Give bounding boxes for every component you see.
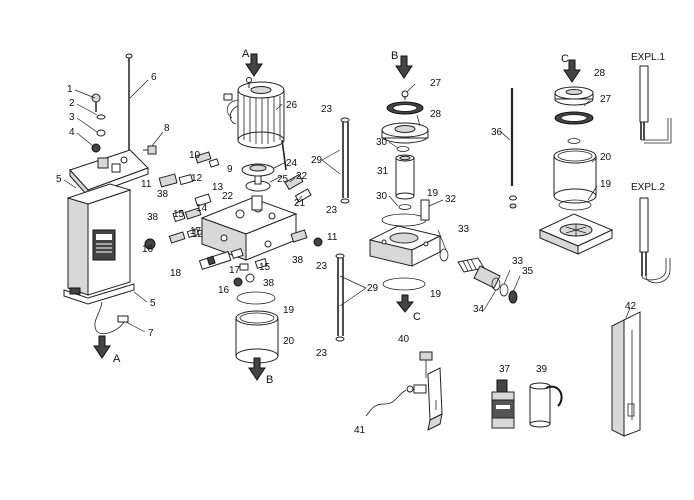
callout-17-top: 17 [190, 226, 202, 237]
callout-38-bottom: 38 [263, 278, 275, 289]
flow-arrows [93, 53, 581, 381]
callout-15-bottom: 15 [259, 262, 271, 273]
callout-28-c: 28 [594, 68, 606, 79]
callout-10: 10 [189, 150, 201, 161]
callout-37: 37 [499, 364, 511, 375]
title-expl2: EXPL.2 [631, 182, 665, 193]
flow-label-c-bottom: C [413, 311, 421, 323]
callout-40: 40 [398, 334, 410, 345]
callout-11-right: 11 [327, 232, 338, 243]
callout-24: 24 [286, 158, 298, 169]
callout-7: 7 [148, 328, 154, 339]
callout-9: 9 [227, 164, 233, 175]
callout-12-bottom: 12 [192, 229, 204, 240]
callout-22-left: 22 [222, 191, 234, 202]
cylinder-b-assembly [368, 90, 449, 291]
callout-14: 14 [196, 203, 208, 214]
callout-33-lower: 33 [512, 256, 524, 267]
arrow-b-top [395, 55, 413, 79]
tie-rods [335, 117, 350, 342]
flow-label-a-bottom: A [113, 353, 121, 365]
callout-2: 2 [69, 98, 75, 109]
arrow-a-top [245, 53, 263, 77]
callout-27-c: 27 [600, 94, 612, 105]
callout-35: 35 [522, 266, 534, 277]
callout-numbers: 1 2 3 4 5 5 6 7 8 9 10 11 11 12 12 13 14… [56, 68, 637, 436]
title-expl1: EXPL.1 [631, 52, 665, 63]
callout-13: 13 [212, 182, 224, 193]
callout-34: 34 [473, 304, 485, 315]
callout-8: 8 [164, 123, 170, 134]
callout-12-top: 12 [191, 173, 203, 184]
callout-23-mid-upper: 23 [326, 205, 338, 216]
flow-label-a-top: A [242, 48, 250, 60]
control-box-assembly [63, 53, 157, 335]
callout-38-right: 38 [292, 255, 304, 266]
callout-32: 32 [445, 194, 457, 205]
callout-23-bottom: 23 [316, 348, 328, 359]
callout-29-top: 29 [311, 155, 323, 166]
callout-19-right: 19 [600, 179, 612, 190]
callout-28-b: 28 [430, 109, 442, 120]
callout-5-top: 5 [56, 174, 62, 185]
callout-39: 39 [536, 364, 548, 375]
callout-20-middle: 20 [283, 336, 295, 347]
callout-19-lower: 19 [430, 289, 442, 300]
callout-16-bottom: 16 [218, 285, 230, 296]
callout-3: 3 [69, 112, 75, 123]
callout-17-bottom: 17 [229, 265, 241, 276]
callout-41: 41 [354, 425, 366, 436]
arrow-b-bottom [248, 357, 266, 381]
callout-38-left: 38 [147, 212, 159, 223]
long-rod [509, 88, 517, 209]
explosion-details [611, 65, 672, 437]
callout-31: 31 [377, 166, 389, 177]
callout-21: 21 [294, 198, 306, 209]
callout-4: 4 [69, 127, 75, 138]
callout-15-left: 15 [173, 209, 185, 220]
flow-label-c-top: C [561, 53, 569, 65]
callout-5-bottom: 5 [150, 298, 156, 309]
callout-11-left: 11 [141, 179, 152, 190]
arrow-a-bottom [93, 335, 111, 359]
leader-lines [63, 79, 631, 333]
callout-23-mid-lower: 23 [316, 261, 328, 272]
callout-30-bottom: 30 [376, 191, 388, 202]
arrow-c-bottom [395, 294, 415, 313]
callout-38-top: 38 [157, 189, 169, 200]
threaded-shaft-assembly [457, 257, 518, 304]
callout-30-top: 30 [376, 137, 388, 148]
callout-26: 26 [286, 100, 298, 111]
callout-23-top: 23 [321, 104, 333, 115]
callout-22-right: 22 [296, 171, 308, 182]
accessories [365, 351, 563, 431]
callout-19-center: 19 [427, 188, 439, 199]
flow-label-b-bottom: B [266, 374, 273, 386]
callout-18: 18 [170, 268, 182, 279]
flow-label-b-top: B [391, 50, 398, 62]
motor-valve-assembly [144, 77, 323, 364]
flow-label-texts: A A B B C C EXPL.1 EXPL.2 [113, 48, 665, 386]
callout-19-middle: 19 [283, 305, 295, 316]
callout-16-left: 16 [142, 244, 154, 255]
callout-6: 6 [151, 72, 157, 83]
arrow-c-top [563, 59, 581, 83]
callout-42: 42 [625, 301, 637, 312]
callout-25: 25 [277, 174, 289, 185]
callout-36: 36 [491, 127, 503, 138]
callout-20-right: 20 [600, 152, 612, 163]
callout-29-bottom: 29 [367, 283, 379, 294]
callout-27-b: 27 [430, 78, 442, 89]
cylinder-c-assembly [538, 86, 614, 255]
callout-33-upper: 33 [458, 224, 470, 235]
callout-1: 1 [67, 84, 73, 95]
